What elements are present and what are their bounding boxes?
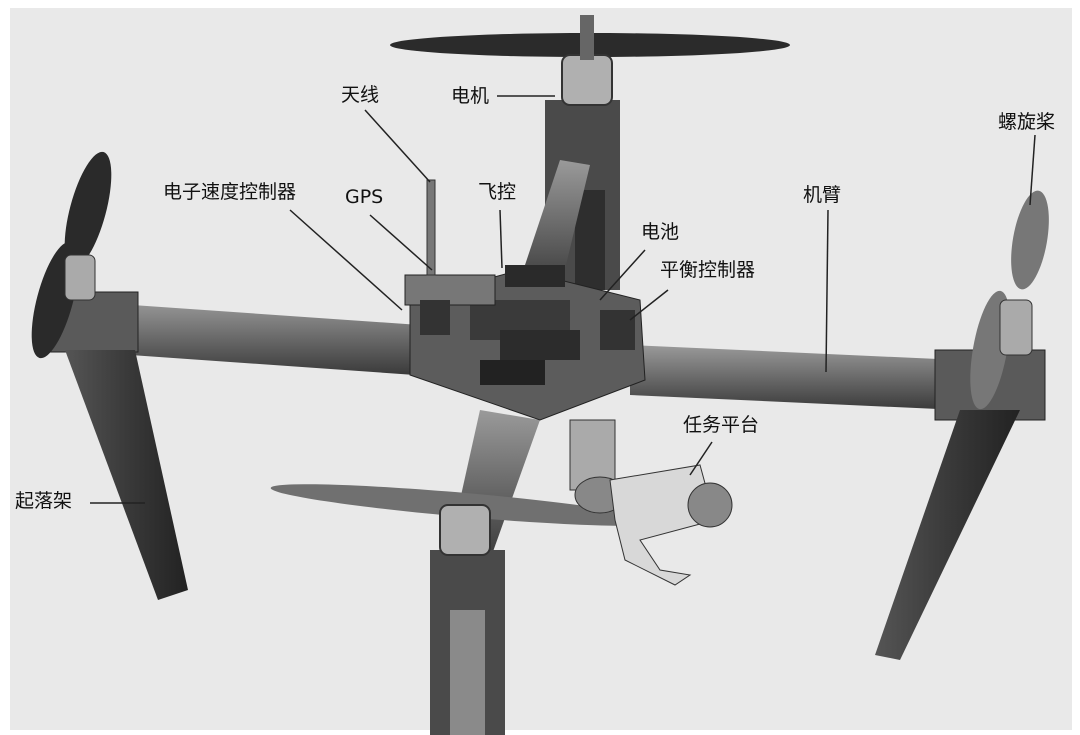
leader-lines [90, 95, 1036, 504]
label-payload-platform: 任务平台 [683, 414, 760, 436]
label-antenna: 天线 [341, 84, 380, 106]
label-esc: 电子速度控制器 [163, 181, 297, 203]
back-arm [520, 100, 620, 290]
back-motor [390, 15, 790, 106]
label-battery: 电池 [641, 221, 680, 243]
label-motor: 电机 [451, 85, 490, 107]
label-gps: GPS [345, 186, 384, 208]
right-arm [630, 190, 1049, 660]
payload-gimbal [569, 419, 733, 586]
label-propeller: 螺旋桨 [998, 111, 1056, 133]
front-arm [270, 410, 660, 735]
label-arm: 机臂 [803, 184, 842, 206]
label-flight-controller: 飞控 [478, 181, 517, 203]
center-frame [404, 179, 646, 421]
label-landing-gear: 起落架 [15, 490, 73, 512]
left-arm [31, 151, 420, 600]
label-balance-controller: 平衡控制器 [660, 259, 756, 281]
